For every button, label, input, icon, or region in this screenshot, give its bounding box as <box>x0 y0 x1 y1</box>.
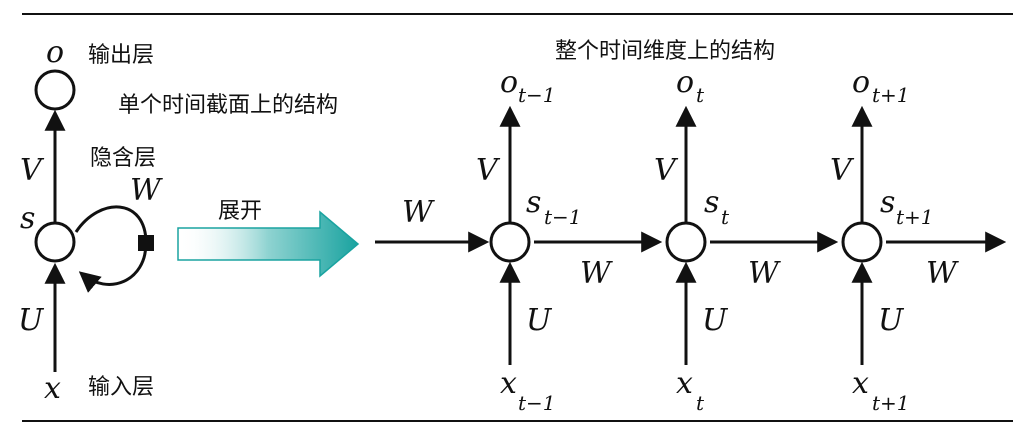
symbol-V-t-plus-1: V <box>830 153 855 188</box>
hidden-node-t-minus-1 <box>489 221 531 263</box>
timestep-t-minus-1: o t−1 V s t−1 U x t−1 <box>476 65 582 415</box>
timestep-t-plus-1: o t+1 V s t+1 U x t+1 <box>830 65 934 415</box>
symbol-o-t-plus-1: o <box>852 65 870 100</box>
single-time-structure-label: 单个时间截面上的结构 <box>118 93 338 118</box>
symbol-x-t: x <box>676 366 693 401</box>
symbol-W-1: W <box>580 256 613 291</box>
symbol-U-t: U <box>702 303 729 338</box>
symbol-x-t-minus-1: x <box>500 366 517 401</box>
symbol-x-t-plus-1: x <box>852 366 869 401</box>
symbol-U: U <box>18 303 45 338</box>
sub-s-t-plus-1: t+1 <box>896 205 934 229</box>
unfold-arrow-shape <box>177 210 360 278</box>
symbol-U-t-minus-1: U <box>526 303 553 338</box>
hidden-layer-label: 隐含层 <box>90 146 156 171</box>
symbol-W-out: W <box>926 256 959 291</box>
hidden-node-t <box>665 221 707 263</box>
symbol-s-t-plus-1: s <box>880 185 895 220</box>
symbol-o: o <box>46 35 64 70</box>
symbol-W-in: W <box>402 195 435 230</box>
timestep-t: o t V s t U x t <box>654 65 730 415</box>
sub-x-t-minus-1: t−1 <box>518 391 556 415</box>
symbol-o-t-minus-1: o <box>500 65 518 100</box>
sub-o-t: t <box>696 83 705 107</box>
hidden-node <box>34 221 76 263</box>
symbol-W: W <box>130 173 163 208</box>
symbol-s: s <box>20 201 35 236</box>
recurrent-loop <box>74 205 148 293</box>
sub-s-t-minus-1: t−1 <box>544 205 582 229</box>
whole-time-structure-label: 整个时间维度上的结构 <box>555 39 775 64</box>
symbol-s-t-minus-1: s <box>526 185 541 220</box>
sub-s-t: t <box>721 205 730 229</box>
sub-o-t-plus-1: t+1 <box>872 83 910 107</box>
symbol-V: V <box>20 153 45 188</box>
symbol-V-t-minus-1: V <box>476 153 501 188</box>
unfold-label: 展开 <box>218 199 262 224</box>
input-layer-label: 输入层 <box>88 375 154 400</box>
sub-x-t: t <box>696 391 705 415</box>
symbol-x: x <box>44 371 61 406</box>
sub-x-t-plus-1: t+1 <box>872 391 910 415</box>
symbol-o-t: o <box>676 65 694 100</box>
symbol-V-t: V <box>654 153 679 188</box>
single-time-structure: o 输出层 单个时间截面上的结构 V 隐含层 s W U x 输入层 <box>18 35 338 406</box>
whole-time-structure: 整个时间维度上的结构 W W W W o t−1 V s t−1 U x t−1… <box>375 39 1007 415</box>
symbol-s-t: s <box>704 185 719 220</box>
symbol-W-2: W <box>748 256 781 291</box>
symbol-U-t-plus-1: U <box>878 303 905 338</box>
unfold-arrow: 展开 <box>177 199 360 278</box>
delay-square <box>138 235 154 251</box>
hidden-node-t-plus-1 <box>841 221 883 263</box>
sub-o-t-minus-1: t−1 <box>518 83 556 107</box>
output-node <box>34 69 76 111</box>
output-layer-label: 输出层 <box>88 43 154 68</box>
